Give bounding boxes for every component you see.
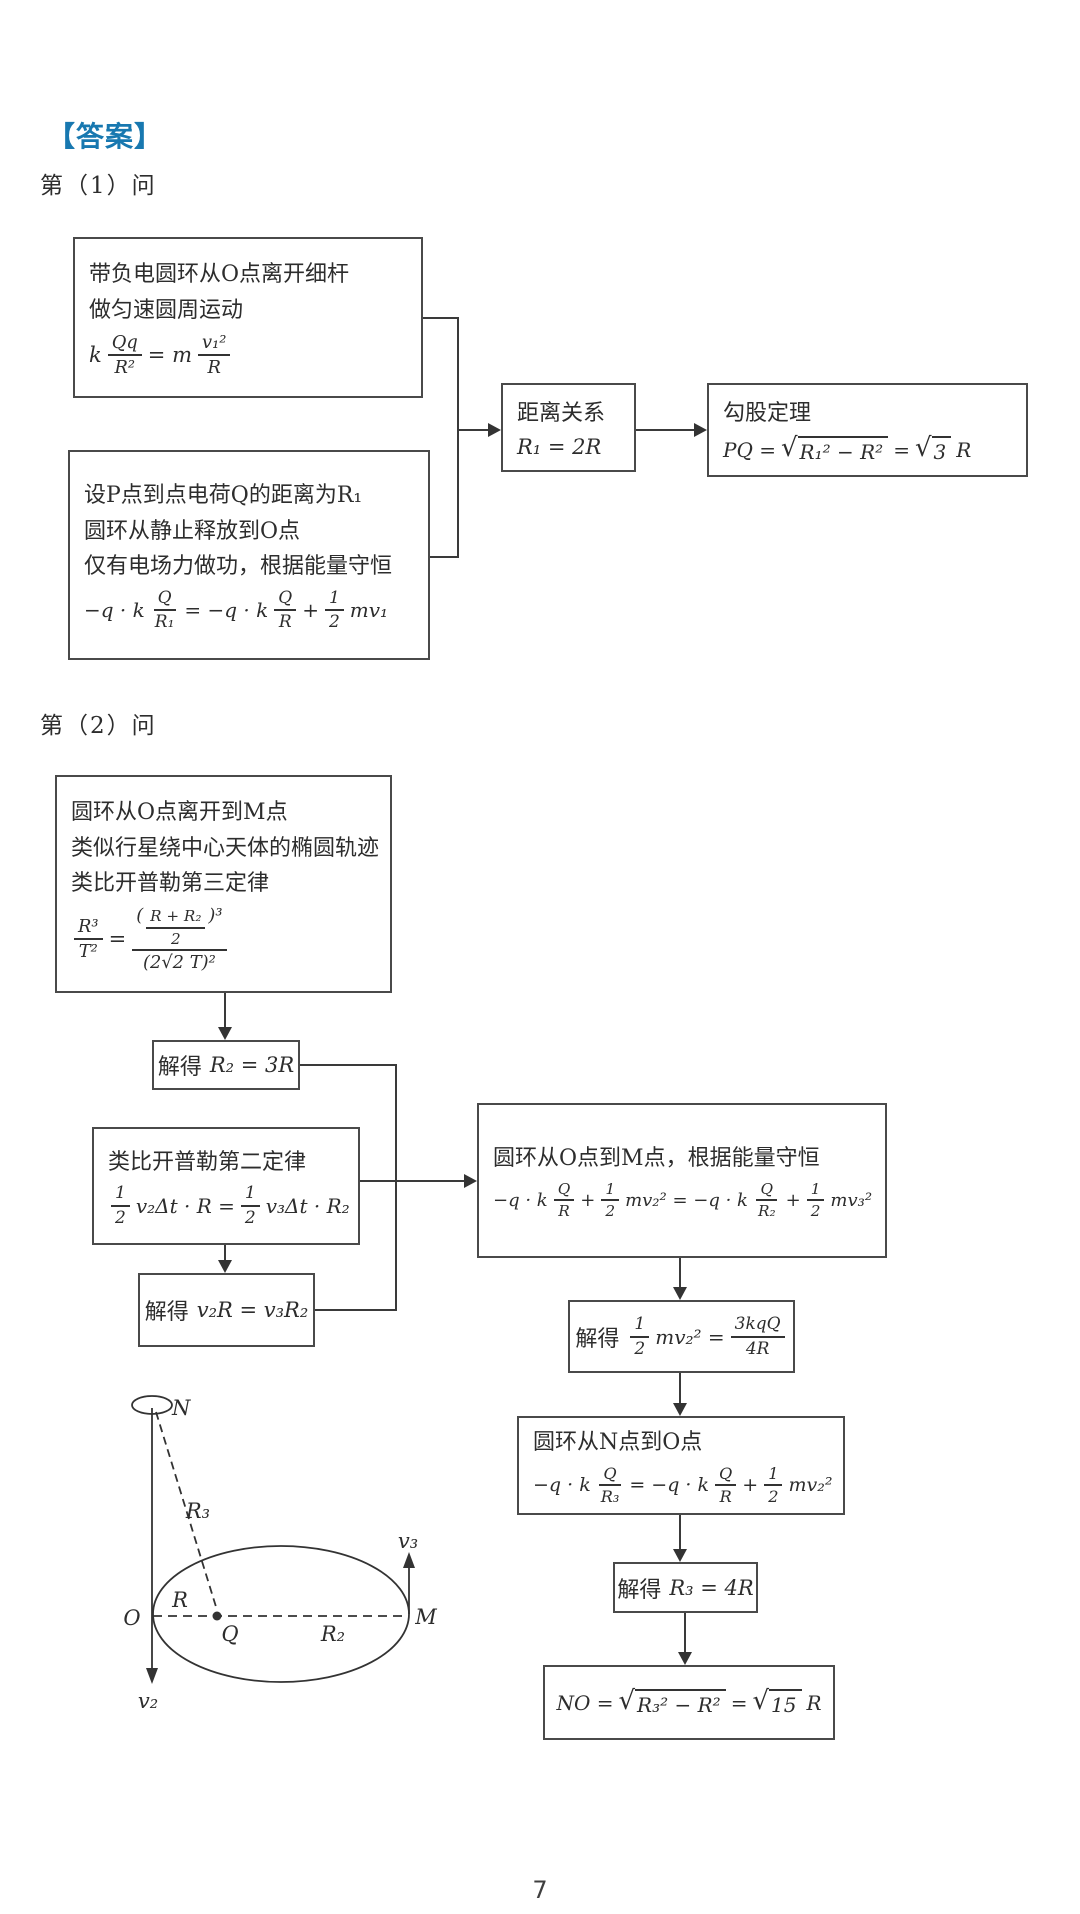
connector-line — [457, 317, 459, 558]
connector-line — [684, 1613, 686, 1654]
arrowhead-right-icon — [488, 423, 501, 437]
box-text-line: 设P点到点电荷Q的距离为R₁ — [84, 482, 363, 508]
box-text-line: 带负电圆环从O点离开细杆 — [89, 262, 350, 288]
box-solve-r2: 解得 R₂ = 3R — [152, 1040, 300, 1090]
connector-line — [430, 556, 459, 558]
label-v3: v₃ — [398, 1529, 418, 1553]
box-text-line: 圆环从静止释放到O点 — [84, 518, 301, 544]
box-title: 距离关系 — [517, 400, 606, 426]
label-r: R — [171, 1588, 188, 1612]
page-number: 7 — [532, 1876, 548, 1904]
box-text-line: 圆环从N点到O点 — [533, 1429, 703, 1455]
box-solve-r3: 解得 R₃ = 4R — [613, 1562, 758, 1613]
solve-label: 解得 — [157, 1055, 202, 1080]
box-solve-v2r: 解得 v₂R = v₃R₂ — [138, 1273, 315, 1347]
box-text-line: 圆环从O点到M点，根据能量守恒 — [493, 1145, 820, 1171]
box-formula: R₃ = 4R — [669, 1575, 754, 1600]
arrowhead-down-icon — [218, 1260, 232, 1273]
box-formula: v₂R = v₃R₂ — [196, 1298, 309, 1322]
box-text-line: 圆环从O点离开到M点 — [71, 800, 288, 826]
box-text-line: 做匀速圆周运动 — [89, 297, 244, 323]
connector-line — [300, 1064, 397, 1066]
solve-label: 解得 — [144, 1300, 189, 1325]
arrowhead-right-icon — [694, 423, 707, 437]
dashed-line-r3 — [155, 1411, 218, 1611]
box-formula: R₂ = 3R — [209, 1053, 295, 1077]
connector-line — [457, 429, 488, 431]
label-v2: v₂ — [138, 1689, 158, 1713]
answer-heading: 【答案】 — [47, 120, 164, 153]
box-formula: R₁ = 2R — [517, 435, 602, 460]
box-text-line: 类似行星绕中心天体的椭圆轨迹 — [71, 835, 380, 861]
orbit-diagram: N O M R Q R₂ R₃ v₂ v₃ — [123, 1395, 437, 1713]
connector-line — [679, 1373, 681, 1405]
connector-line — [395, 1064, 397, 1311]
arrowhead-down-icon — [673, 1549, 687, 1562]
box-title: 勾股定理 — [723, 400, 812, 426]
arrowhead-down-icon — [673, 1287, 687, 1300]
part1-heading: 第（1）问 — [40, 173, 157, 199]
arrowhead-v2-icon — [146, 1668, 158, 1684]
box-energy-release: 设P点到点电荷Q的距离为R₁ 圆环从静止释放到O点 仅有电场力做功，根据能量守恒… — [68, 450, 430, 660]
connector-line — [636, 429, 694, 431]
label-r3: R₃ — [185, 1499, 210, 1523]
connector-line — [679, 1258, 681, 1289]
connector-line — [224, 993, 226, 1029]
arrowhead-v3-icon — [403, 1552, 415, 1568]
box-text-line: 类比开普勒第二定律 — [108, 1149, 307, 1175]
orbit-ellipse — [152, 1545, 410, 1683]
arrowhead-down-icon — [673, 1403, 687, 1416]
label-n: N — [171, 1396, 191, 1420]
part2-heading: 第（2）问 — [40, 713, 157, 739]
connector-line — [360, 1180, 465, 1182]
connector-line — [315, 1309, 397, 1311]
arrowhead-down-icon — [678, 1652, 692, 1665]
charge-dot-q — [212, 1611, 222, 1621]
box-distance-relation: 距离关系 R₁ = 2R — [501, 383, 636, 472]
label-q: Q — [221, 1622, 238, 1646]
solve-label: 解得 — [617, 1577, 662, 1603]
connector-line — [423, 317, 459, 319]
label-r2: R₂ — [320, 1622, 345, 1646]
label-m: M — [414, 1605, 437, 1629]
solve-label: 解得 — [575, 1326, 620, 1352]
arrowhead-right-icon — [464, 1174, 477, 1188]
connector-line — [679, 1515, 681, 1551]
connector-line — [224, 1245, 226, 1262]
label-o: O — [123, 1606, 140, 1630]
box-text-line: 仅有电场力做功，根据能量守恒 — [84, 554, 393, 580]
arrowhead-down-icon — [218, 1027, 232, 1040]
box-text-line: 类比开普勒第三定律 — [71, 871, 270, 897]
